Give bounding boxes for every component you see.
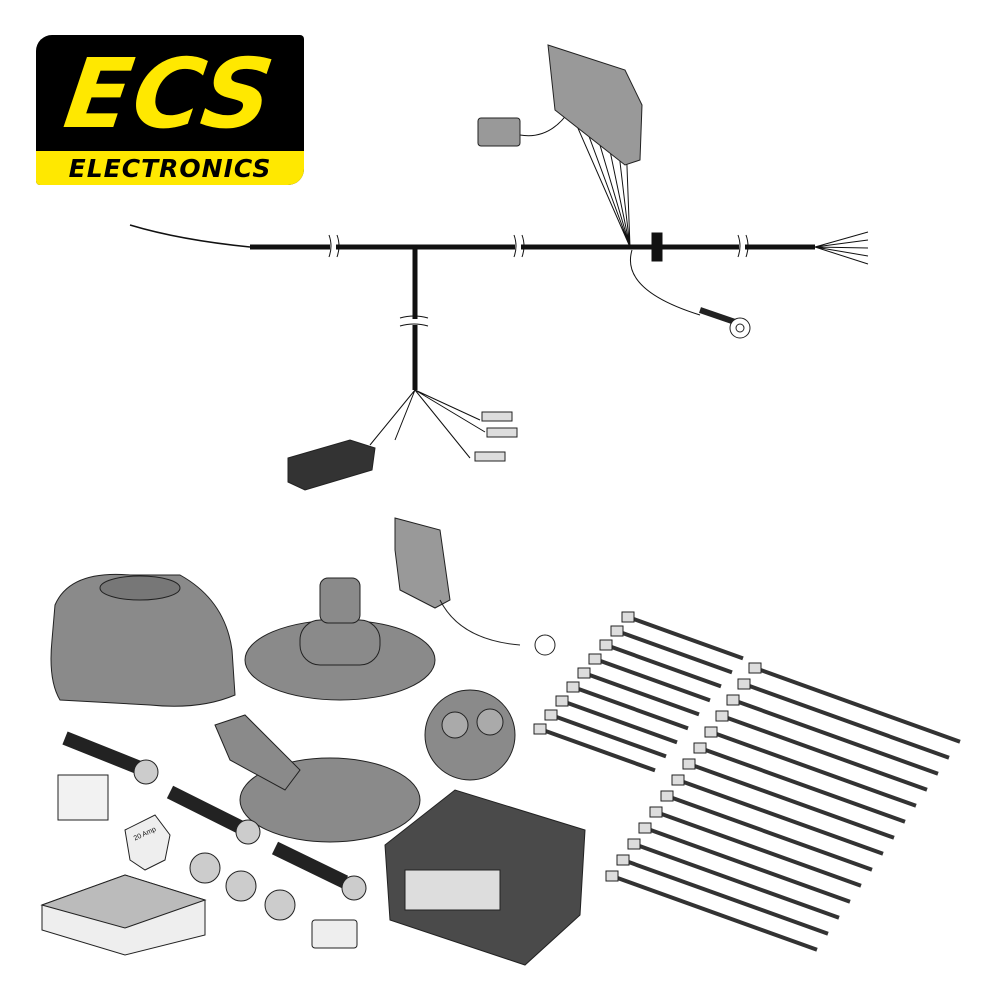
cable-tie-long (605, 870, 818, 952)
cable-tie-long (693, 742, 906, 824)
wiring-harness (129, 109, 869, 459)
cable-tie-long (671, 774, 884, 856)
socket-mounting-plate (244, 577, 436, 701)
adhesive-pads (40, 874, 207, 956)
fuse-holder (57, 774, 109, 821)
bolts (62, 731, 367, 901)
ecs-electronics-logo: ECS ELECTRONICS (36, 35, 304, 185)
cable-tie-long (682, 758, 895, 840)
cable-tie-short (566, 681, 689, 731)
cable-tie-short (599, 639, 722, 689)
cable-ties (533, 611, 961, 952)
electronic-module (384, 789, 586, 966)
cable-tie-short (610, 625, 733, 675)
cable-tie-short (588, 653, 711, 703)
grommet (424, 689, 516, 781)
cable-tie-long (737, 678, 950, 760)
small-connector-plug (287, 411, 518, 491)
cable-tie-long (748, 662, 961, 744)
cable-tie-long (627, 838, 840, 920)
bypass-relay-connector (394, 517, 556, 656)
cable-tie-short (577, 667, 700, 717)
trailer-socket-cover (50, 573, 236, 707)
ring-terminal (699, 307, 751, 339)
fuse: 20 Amp (124, 814, 171, 871)
cable-tie-short (621, 611, 744, 661)
cable-tie-long (704, 726, 917, 808)
cable-tie-short (544, 709, 667, 759)
rubber-seal-gasket (214, 714, 421, 843)
cable-tie-long (638, 822, 851, 904)
nuts (189, 852, 296, 921)
cable-tie-long (660, 790, 873, 872)
cable-tie-long (616, 854, 829, 936)
multi-pin-connector (477, 44, 643, 166)
cable-tie-short (533, 723, 656, 773)
cable-tie-long (715, 710, 928, 792)
wire-connector-clip (311, 919, 358, 949)
logo-tagline: ELECTRONICS (36, 151, 304, 185)
cable-tie-short (555, 695, 678, 745)
cable-tie-long (649, 806, 862, 888)
cable-tie-long (726, 694, 939, 776)
